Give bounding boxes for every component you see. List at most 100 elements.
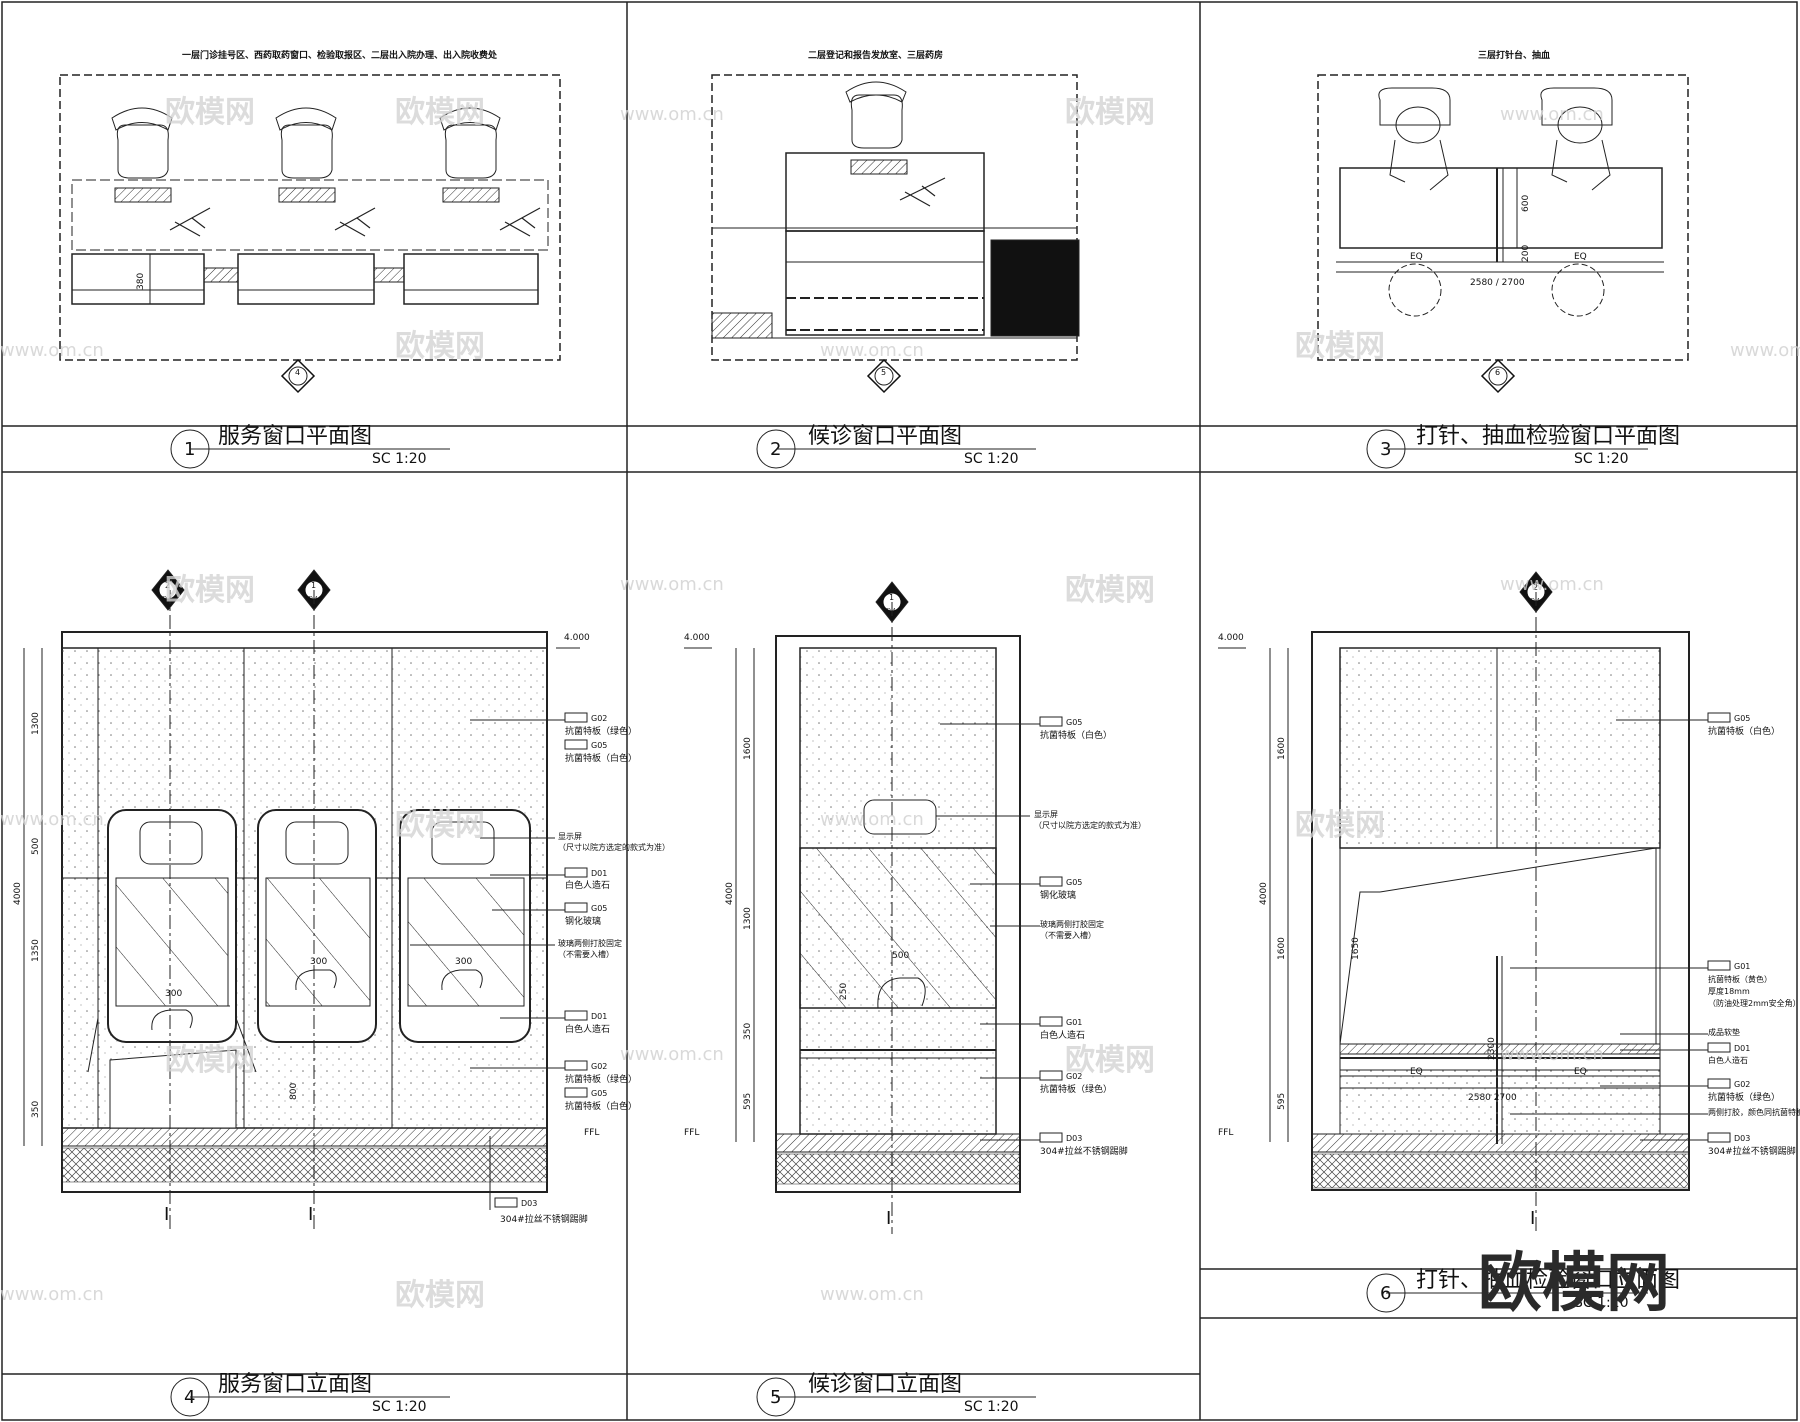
svg-text:抗菌特板（白色）: 抗菌特板（白色） (1708, 725, 1780, 737)
svg-text:4: 4 (295, 368, 300, 377)
dim-w300-a: 300 (165, 989, 182, 999)
section-marker: 5 (866, 358, 902, 394)
svg-text:欧模网: 欧模网 (395, 808, 485, 843)
dim-h595: 595 (743, 1093, 753, 1110)
svg-text:D01: D01 (591, 869, 607, 878)
cut-mark: I (164, 1204, 169, 1225)
cut-mark: I (886, 1208, 891, 1229)
dim-600: 600 (1521, 195, 1531, 212)
svg-text:D01: D01 (1734, 1044, 1750, 1053)
svg-text:D03: D03 (1066, 1134, 1082, 1143)
svg-text:欧模网: 欧模网 (395, 329, 485, 364)
dim-h250: 250 (839, 983, 849, 1000)
svg-text:G01: G01 (1066, 1018, 1082, 1027)
leader-notes-5: G05 抗菌特板（白色） 显示屏 （尺寸以院方选定的款式为准） G05 钢化玻璃… (936, 716, 1146, 1157)
svg-text:抗菌特板（黄色）: 抗菌特板（黄色） (1708, 974, 1772, 984)
svg-text:www.om.cn: www.om.cn (820, 340, 924, 361)
dim-h595: 595 (1277, 1093, 1287, 1110)
plan-note-2: 二层登记和报告发放室、三层药房 (808, 49, 943, 61)
svg-text:欧模网: 欧模网 (1295, 329, 1385, 364)
svg-text:www.om.cn: www.om.cn (0, 340, 104, 361)
plan-service-window: 一层门诊挂号区、西药取药窗口、检验取报区、二层出入院办理、出入院收费处 (59, 49, 561, 394)
level-ffl: FFL (684, 1128, 699, 1138)
drawing-title-2: 候诊窗口平面图 (808, 424, 962, 449)
svg-text:G02: G02 (591, 1062, 607, 1071)
dim-h1350: 1350 (31, 939, 41, 962)
chair (845, 81, 907, 149)
svg-text:欧模网: 欧模网 (1065, 1043, 1155, 1078)
title-number-6: 6 (1380, 1283, 1391, 1304)
title-block-5: 5 候诊窗口立面图 SC 1:20 (756, 1372, 1036, 1417)
title-block-4: 4 服务窗口立面图 SC 1:20 (170, 1372, 450, 1417)
svg-text:www.om.cn: www.om.cn (1500, 1044, 1604, 1065)
plan-waiting-window: 二层登记和报告发放室、三层药房 5 (711, 49, 1080, 394)
svg-text:成品软垫: 成品软垫 (1708, 1027, 1740, 1037)
svg-text:（尺寸以院方选定的款式为准）: （尺寸以院方选定的款式为准） (1034, 820, 1146, 830)
dim-h1600: 1600 (1277, 737, 1287, 760)
svg-text:钢化玻璃: 钢化玻璃 (1040, 889, 1076, 901)
elevation-injection-window: 2 FD-4.2 EQ EQ 2580 2700 I 4000 1600 160… (1218, 571, 1800, 1234)
black-block (990, 239, 1080, 337)
brand-logo: 欧模网 (1478, 1247, 1670, 1321)
dim-eq-3: EQ (1410, 1067, 1423, 1077)
svg-text:G01: G01 (1734, 962, 1750, 971)
chair (111, 107, 173, 179)
dim-h350: 350 (743, 1023, 753, 1040)
svg-text:www.om.cn: www.om.cn (620, 1044, 724, 1065)
svg-text:2: 2 (1533, 583, 1538, 592)
svg-text:厚度18mm: 厚度18mm (1708, 986, 1750, 996)
leader-notes-6: G05 抗菌特板（白色） G01 抗菌特板（黄色） 厚度18mm （防油处理2m… (1510, 712, 1800, 1157)
svg-text:抗菌特板（绿色）: 抗菌特板（绿色） (565, 725, 637, 737)
svg-text:G05: G05 (1734, 714, 1750, 723)
dim-w500: 500 (892, 951, 909, 961)
svg-text:白色人造石: 白色人造石 (565, 879, 610, 891)
svg-text:www.om.cn: www.om.cn (1500, 574, 1604, 595)
dim-h1300: 1300 (31, 712, 41, 735)
chair (275, 107, 337, 179)
elevation-waiting-window: 1 FD-4.2 I 4000 1600 1300 350 595 250 50… (684, 581, 1146, 1234)
dim-h1300: 1300 (743, 907, 753, 930)
svg-text:D01: D01 (591, 1012, 607, 1021)
keyboard-icon (278, 187, 336, 203)
keyboard-icon (850, 159, 908, 175)
drawing-title-6: 打针、抽血检验窗口立面图 (1416, 1268, 1680, 1293)
svg-text:G05: G05 (1066, 878, 1082, 887)
svg-text:304#拉丝不锈钢踢脚: 304#拉丝不锈钢踢脚 (500, 1213, 588, 1225)
dim-w300-c: 300 (455, 957, 472, 967)
title-block-2: 2 候诊窗口平面图 SC 1:20 (756, 424, 1036, 469)
svg-text:玻璃两侧打胶固定: 玻璃两侧打胶固定 (558, 938, 622, 948)
svg-text:欧模网: 欧模网 (165, 95, 255, 130)
svg-text:304#拉丝不锈钢踢脚: 304#拉丝不锈钢踢脚 (1040, 1145, 1128, 1157)
drawing-scale-5: SC 1:20 (964, 1399, 1019, 1415)
svg-text:www.om.cn: www.om.cn (0, 1284, 104, 1305)
dim-h350: 350 (31, 1101, 41, 1118)
level-4000: 4.000 (564, 633, 590, 643)
drawing-title-5: 候诊窗口立面图 (808, 1372, 962, 1397)
dim-h1600b: 1600 (1277, 937, 1287, 960)
keyboard-icon (114, 187, 172, 203)
dim-h500: 500 (31, 838, 41, 855)
dim-eq-4: EQ (1574, 1067, 1587, 1077)
svg-text:抗菌特板（绿色）: 抗菌特板（绿色） (1040, 1083, 1112, 1095)
chair (439, 107, 501, 179)
svg-text:钢化玻璃: 钢化玻璃 (565, 915, 601, 927)
title-number-2: 2 (770, 439, 781, 460)
plan-injection-window: 三层打针台、抽血 600 200 EQ EQ 2580 / 2700 6 (1317, 49, 1689, 394)
svg-text:抗菌特板（白色）: 抗菌特板（白色） (1040, 729, 1112, 741)
svg-text:2: 2 (165, 581, 170, 590)
title-number-3: 3 (1380, 439, 1391, 460)
svg-text:欧模网: 欧模网 (1065, 95, 1155, 130)
svg-text:抗菌特板（白色）: 抗菌特板（白色） (565, 1100, 637, 1112)
svg-text:www.om.cn: www.om.cn (820, 1284, 924, 1305)
person-icon (1540, 87, 1613, 191)
svg-text:抗菌特板（绿色）: 抗菌特板（绿色） (1708, 1091, 1780, 1103)
svg-text:6: 6 (1495, 368, 1500, 377)
dim-eq-2: EQ (1574, 252, 1587, 262)
svg-text:G02: G02 (1066, 1072, 1082, 1081)
svg-text:抗菌特板（白色）: 抗菌特板（白色） (565, 752, 637, 764)
plan-note-3: 三层打针台、抽血 (1478, 49, 1550, 61)
drawing-scale-6: SC 1:20 (1574, 1295, 1629, 1311)
svg-text:抗菌特板（绿色）: 抗菌特板（绿色） (565, 1073, 637, 1085)
